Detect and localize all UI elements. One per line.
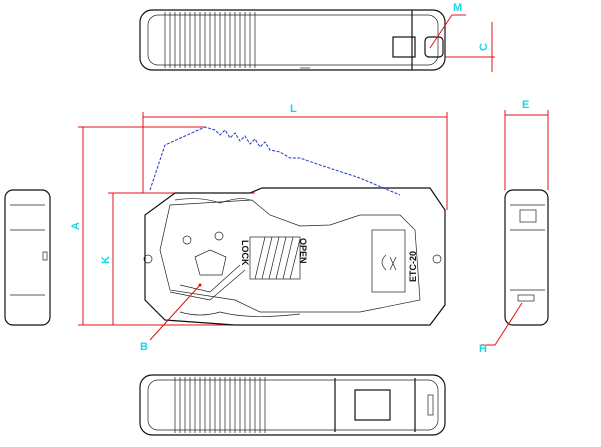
lock-text: LOCK xyxy=(240,240,250,266)
dimension-m: M xyxy=(429,2,466,49)
label-m: M xyxy=(453,2,462,14)
dimension-b: B xyxy=(140,283,202,353)
brand-logo-icon xyxy=(381,254,397,271)
open-handle-outline xyxy=(149,126,401,196)
label-e: E xyxy=(522,99,529,111)
front-view: LOCK OPEN ETC-20 xyxy=(143,187,446,326)
left-view xyxy=(4,189,51,326)
label-c: C xyxy=(478,43,490,51)
right-view xyxy=(504,189,549,326)
spring-hatch xyxy=(249,236,301,280)
dimension-l: L xyxy=(142,103,448,210)
label-b: B xyxy=(140,341,148,353)
bottom-view xyxy=(139,374,446,436)
dimension-k: K xyxy=(100,192,255,325)
label-a: A xyxy=(70,222,82,230)
top-view xyxy=(139,9,446,71)
dimension-e: E xyxy=(504,99,549,190)
grip-ribs xyxy=(164,12,256,68)
label-k: K xyxy=(100,256,112,264)
dimension-c: C xyxy=(445,22,495,72)
pentagon-die xyxy=(194,249,227,276)
model-text: ETC-20 xyxy=(408,251,418,282)
open-text: OPEN xyxy=(298,238,308,264)
label-l: L xyxy=(290,103,297,115)
label-h: H xyxy=(479,343,487,355)
dimension-h: H xyxy=(479,302,523,355)
